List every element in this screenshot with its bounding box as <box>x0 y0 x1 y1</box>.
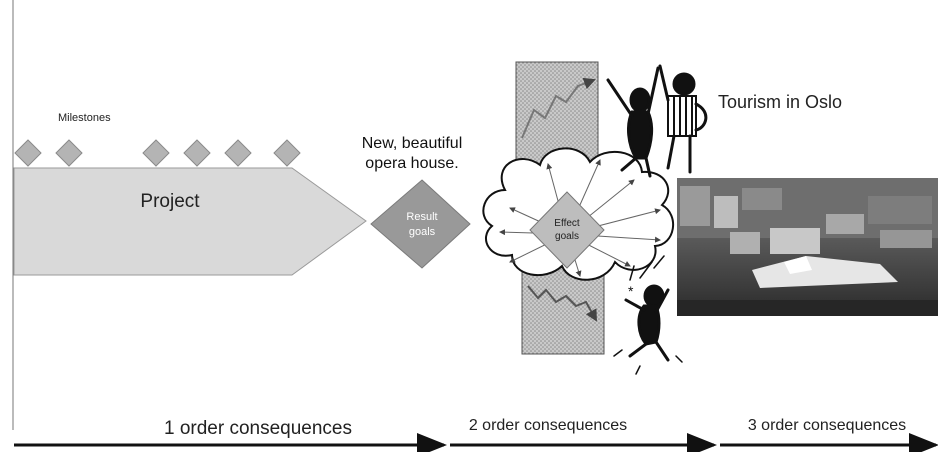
tourism-label: Tourism in Oslo <box>718 92 842 112</box>
celebrating-people-icon <box>606 64 708 178</box>
svg-text:*: * <box>628 283 634 299</box>
frustrated-person-icon: * <box>613 255 683 375</box>
milestone-diamonds <box>14 139 301 167</box>
milestone-diamond <box>14 139 42 167</box>
result-goals-diamond <box>370 179 471 269</box>
milestone-diamond <box>55 139 83 167</box>
opera-house-text-line1: New, beautiful <box>362 135 463 152</box>
milestones-label: Milestones <box>58 112 111 124</box>
consequence-label-2: 2 order consequences <box>469 417 627 434</box>
consequence-label-3: 3 order consequences <box>748 417 906 434</box>
milestone-diamond <box>142 139 170 167</box>
effect-cloud: Effect goals <box>482 147 675 281</box>
milestone-diamond <box>224 139 252 167</box>
effect-goals-diamond <box>529 191 605 269</box>
effect-goals-label-line1: Effect <box>554 218 580 229</box>
project-arrow <box>13 167 367 276</box>
result-goals-label-line2: goals <box>409 226 436 238</box>
effect-goals-label-line2: goals <box>555 231 579 242</box>
consequence-label-1: 1 order consequences <box>164 418 352 439</box>
milestone-diamond <box>273 139 301 167</box>
opera-house-text-line2: opera house. <box>365 155 458 172</box>
milestone-diamond <box>183 139 211 167</box>
oslo-aerial-photo <box>677 178 938 316</box>
project-label: Project <box>140 191 200 212</box>
result-goals-label-line1: Result <box>406 211 437 223</box>
